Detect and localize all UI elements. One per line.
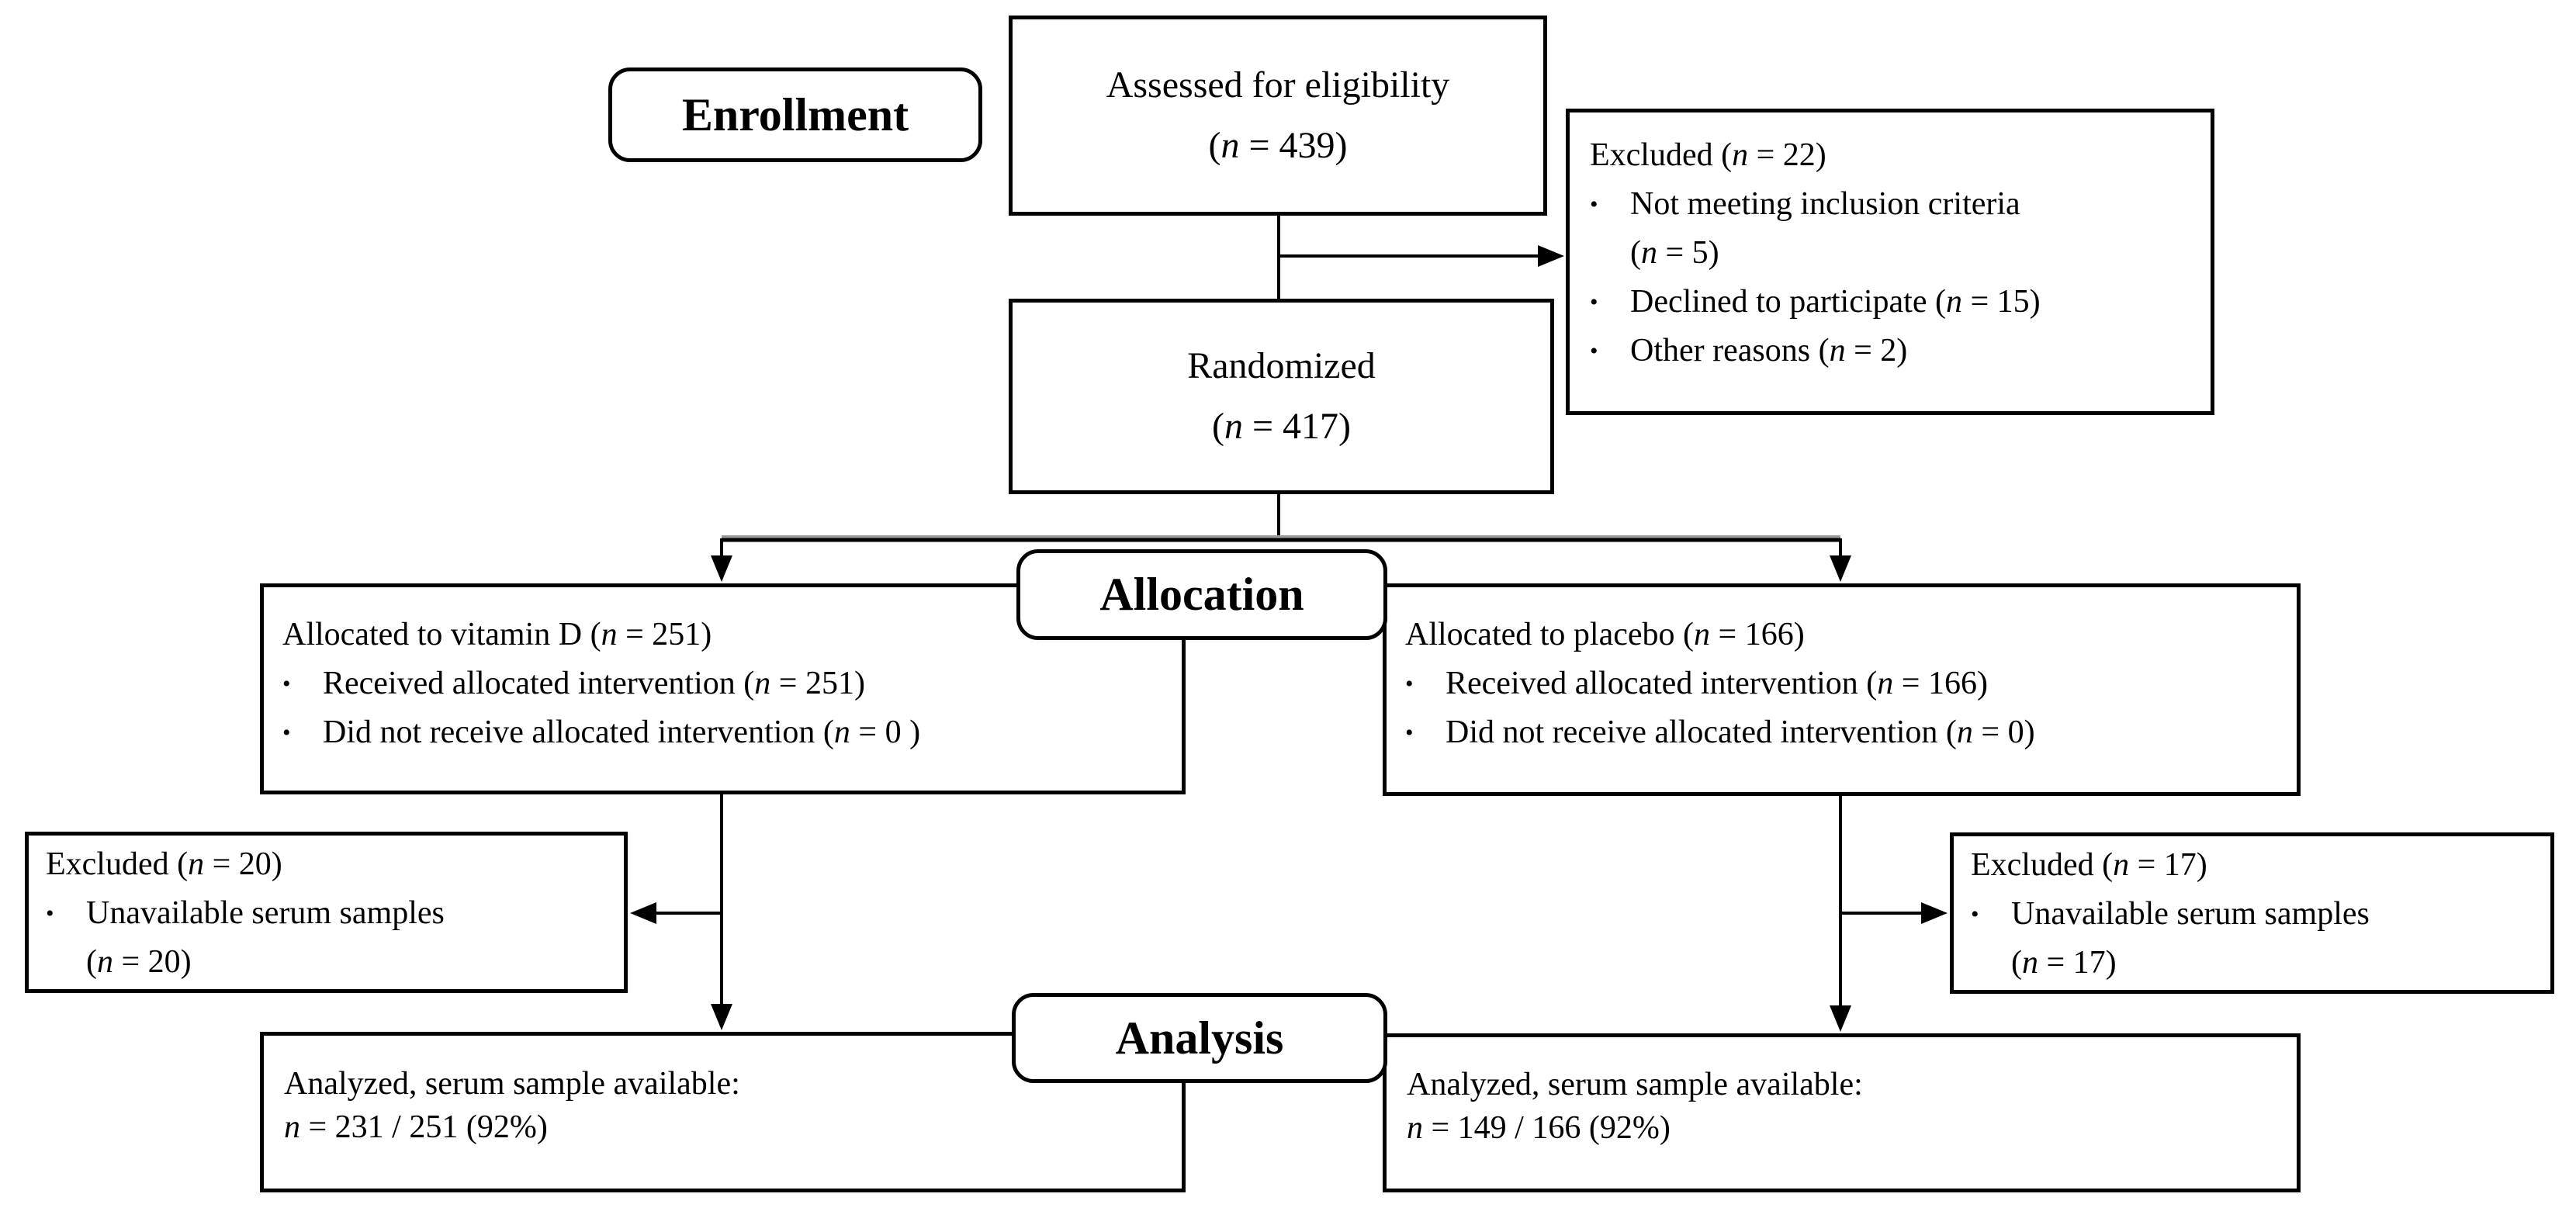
enrollment-stage-text: Enrollment: [681, 88, 909, 140]
bullet-list: • Unavailable serum samples(n = 17): [1971, 890, 2533, 988]
bullet-icon: •: [1590, 192, 1598, 217]
box-title: Excluded (n = 17): [1971, 847, 2207, 883]
arrowhead-right-icon: [1921, 902, 1948, 924]
box-line: n = 231 / 251 (92%): [284, 1109, 548, 1145]
box-line: Assessed for eligibility: [1106, 64, 1450, 106]
bullet-icon: •: [1590, 338, 1598, 364]
bullet-item: • Unavailable serum samples(n = 17): [1971, 890, 2533, 988]
bullet-icon: •: [282, 671, 291, 697]
arrowhead-down-icon: [1830, 1005, 1851, 1032]
assessed-for-eligibility-box: Assessed for eligibility (n = 439): [1009, 16, 1547, 216]
box-title: Excluded (n = 20): [46, 846, 282, 882]
randomized-box: Randomized (n = 417): [1009, 299, 1554, 494]
bullet-item: • Did not receive allocated intervention …: [282, 708, 1163, 757]
bullet-icon: •: [1405, 671, 1414, 697]
box-line: Analyzed, serum sample available:: [284, 1065, 740, 1102]
bullet-text: Declined to participate (n = 15): [1630, 284, 2041, 320]
bullet-text: Did not receive allocated intervention (…: [323, 715, 921, 750]
box-title: Allocated to vitamin D (n = 251): [282, 617, 712, 652]
bullet-text: Received allocated intervention (n = 166…: [1446, 666, 1988, 701]
enrollment-stage-label: Enrollment: [608, 67, 982, 162]
analysis-stage-label: Analysis: [1012, 993, 1387, 1083]
bullet-icon: •: [46, 901, 54, 926]
bullet-list: • Received allocated intervention (n = 16…: [1405, 659, 2278, 757]
bullet-text: Received allocated intervention (n = 251…: [323, 666, 865, 701]
bullet-icon: •: [282, 720, 291, 746]
bullet-item: • Did not receive allocated intervention …: [1405, 708, 2278, 757]
bullet-text: Not meeting inclusion criteria(n = 5): [1630, 186, 2020, 271]
bullet-text: Did not receive allocated intervention (…: [1446, 715, 2035, 750]
box-line: (n = 417): [1211, 406, 1352, 447]
bullet-text: Unavailable serum samples(n = 17): [2011, 896, 2370, 981]
box-title: Allocated to placebo (n = 166): [1405, 617, 1805, 652]
bullet-item: • Unavailable serum samples(n = 20): [46, 889, 607, 987]
excluded-placebo-box: Excluded (n = 17) • Unavailable serum sam…: [1950, 832, 2554, 994]
bullet-item: • Received allocated intervention (n = 25…: [282, 659, 1163, 708]
allocated-placebo-box: Allocated to placebo (n = 166) • Received…: [1383, 583, 2301, 796]
bullet-list: • Unavailable serum samples(n = 20): [46, 889, 607, 987]
excluded-enrollment-box: Excluded (n = 22) • Not meeting inclusion…: [1566, 109, 2214, 415]
bullet-list: • Not meeting inclusion criteria(n = 5) • D…: [1590, 180, 2190, 375]
allocation-stage-text: Allocation: [1099, 569, 1304, 620]
bullet-item: • Received allocated intervention (n = 16…: [1405, 659, 2278, 708]
bullet-icon: •: [1971, 901, 1979, 927]
bullet-item: • Other reasons (n = 2): [1590, 327, 2190, 375]
arrowhead-down-icon: [711, 555, 732, 582]
box-line: Analyzed, serum sample available:: [1407, 1066, 1863, 1102]
bullet-item: • Declined to participate (n = 15): [1590, 278, 2190, 327]
bullet-text: Unavailable serum samples(n = 20): [86, 895, 445, 980]
box-line: n = 149 / 166 (92%): [1407, 1109, 1671, 1146]
analysis-stage-text: Analysis: [1115, 1012, 1284, 1064]
bullet-icon: •: [1405, 720, 1414, 746]
box-line: (n = 439): [1208, 125, 1348, 166]
analyzed-placebo-box: Analyzed, serum sample available: n = 14…: [1383, 1033, 2301, 1192]
arrowhead-down-icon: [711, 1004, 732, 1030]
bullet-icon: •: [1590, 289, 1598, 315]
arrowhead-down-icon: [1830, 555, 1851, 582]
arrowhead-right-icon: [1538, 245, 1564, 267]
arrowhead-left-icon: [630, 902, 656, 924]
bullet-item: • Not meeting inclusion criteria(n = 5): [1590, 180, 2190, 278]
bullet-list: • Received allocated intervention (n = 25…: [282, 659, 1163, 757]
bullet-text: Other reasons (n = 2): [1630, 333, 1908, 369]
excluded-vitamin-d-box: Excluded (n = 20) • Unavailable serum sam…: [25, 832, 628, 993]
allocation-stage-label: Allocation: [1016, 549, 1387, 640]
box-line: Randomized: [1187, 345, 1376, 386]
box-title: Excluded (n = 22): [1590, 137, 1826, 173]
